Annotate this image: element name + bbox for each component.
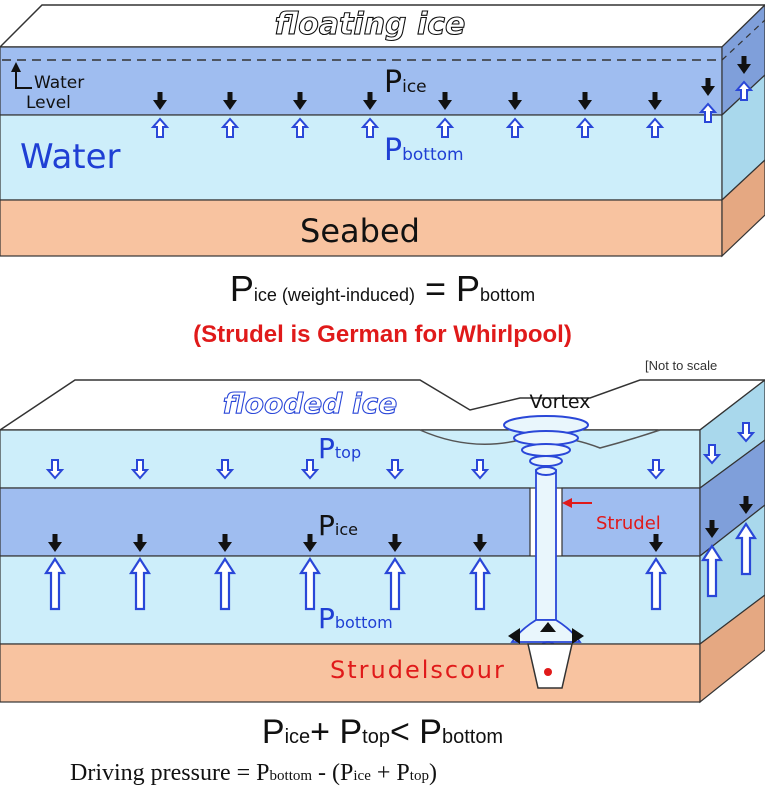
equation-driving-pressure: Driving pressure = Pbottom - (Pice + Pto…	[70, 760, 437, 786]
not-to-scale-note: [Not to scale	[645, 358, 718, 373]
water-label: Water	[20, 137, 121, 177]
strudel-vortex	[503, 415, 589, 661]
water-level-marker-icon	[15, 66, 32, 89]
top-ice-pressure-label: Pice	[384, 65, 427, 100]
top-bottom-pressure-label: Pbottom	[384, 133, 464, 168]
seabed-label: Seabed	[300, 212, 420, 250]
bottom-top-water	[0, 429, 701, 489]
strudel-definition-note: (Strudel is German for Whirlpool)	[193, 321, 572, 348]
bottom-ice-pressure-label: Pice	[318, 509, 358, 542]
bottom-surface-label: flooded ice	[223, 387, 398, 420]
equation-weight-balance: Pice (weight-induced) = Pbottom	[229, 268, 536, 309]
scour-pit	[527, 643, 573, 689]
equation-pressure-inequality: Pice+ Ptop< Pbottom	[261, 713, 504, 751]
top-ice-layer	[0, 46, 723, 116]
bottom-bottom-pressure-label: Pbottom	[318, 602, 393, 635]
water-level-label-line2: Level	[26, 93, 71, 113]
water-level-label-line1: Water	[34, 73, 84, 93]
scour-label: Strudelscour	[330, 656, 506, 684]
top-block	[0, 4, 765, 258]
top-pressure-label: Ptop	[318, 432, 361, 465]
vortex-label: Vortex	[529, 391, 590, 413]
bottom-block	[0, 379, 765, 704]
bottom-water-layer	[0, 555, 701, 645]
top-surface-label: floating ice	[275, 7, 466, 42]
strudel-label: Strudel	[596, 513, 661, 534]
bottom-ice-left	[0, 487, 531, 557]
